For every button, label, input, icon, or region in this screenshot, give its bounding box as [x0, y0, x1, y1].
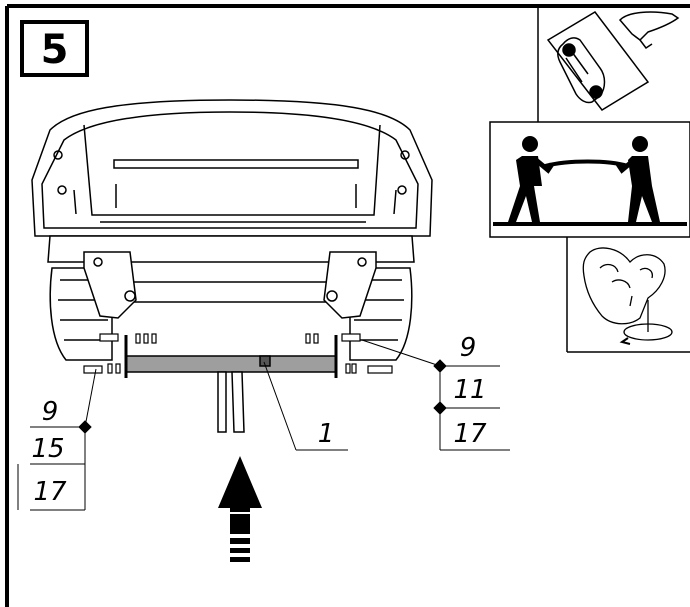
side-panel-frames — [489, 6, 690, 353]
page-frame — [5, 4, 690, 607]
callout-part-label: 1 — [318, 419, 335, 449]
callout-left-label-2: 15 — [31, 434, 64, 464]
up-arrow-icon — [218, 456, 262, 562]
callout-part — [263, 361, 348, 451]
hand-tighten-icon — [582, 247, 673, 345]
tow-bar — [124, 335, 338, 433]
step-number-box: 5 — [20, 20, 89, 77]
car-rear — [31, 99, 433, 361]
bolts — [83, 333, 393, 374]
car-tilted-icon — [546, 11, 680, 111]
callout-right-label-1: 9 — [460, 333, 477, 363]
callout-right-label-2: 11 — [453, 375, 486, 405]
callout-left — [17, 368, 97, 511]
callout-right — [361, 339, 510, 451]
callout-right-label-3: 17 — [453, 419, 487, 449]
step-number: 5 — [41, 27, 69, 73]
two-persons-carrying-icon — [493, 136, 687, 226]
callout-left-label-1: 9 — [42, 397, 59, 427]
callout-left-label-3: 17 — [33, 477, 67, 507]
